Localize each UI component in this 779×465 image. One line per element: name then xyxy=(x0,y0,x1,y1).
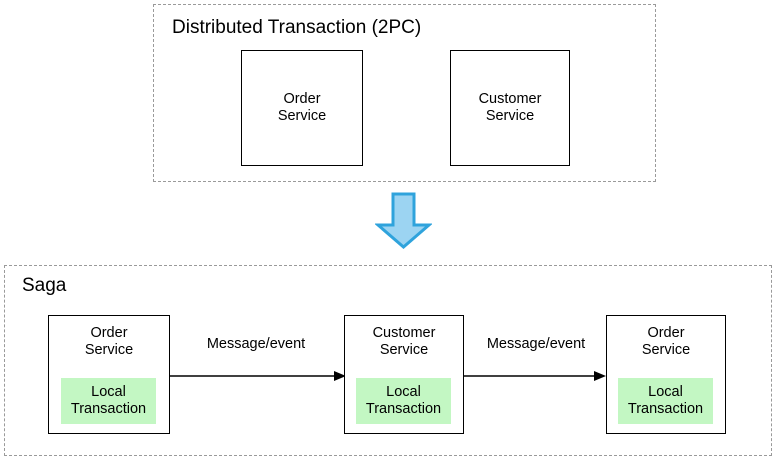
2pc-service-customer-service-label: Customer Service xyxy=(478,91,542,124)
saga-connector-2-label: Message/event xyxy=(486,336,586,352)
2pc-service-order-service-label: Order Service xyxy=(277,91,327,124)
2pc-service-customer-service[interactable] xyxy=(450,50,570,166)
saga-local-transaction-3: Local Transaction xyxy=(618,378,713,424)
group-distributed-transaction xyxy=(153,4,656,182)
saga-service-customer-service-label: Customer Service xyxy=(372,325,436,358)
group-saga-label: Saga xyxy=(22,275,67,296)
saga-connector-1-arrow xyxy=(170,369,346,381)
saga-local-transaction-2: Local Transaction xyxy=(356,378,451,424)
saga-connector-1-label: Message/event xyxy=(206,336,306,352)
saga-connector-2-arrow xyxy=(464,369,606,381)
saga-service-order-service-1-label: Order Service xyxy=(84,325,134,358)
transition-down-arrow xyxy=(373,192,434,249)
saga-service-order-service-2-label: Order Service xyxy=(641,325,691,358)
2pc-service-order-service[interactable] xyxy=(241,50,363,166)
saga-local-transaction-1: Local Transaction xyxy=(61,378,156,424)
group-saga xyxy=(4,265,772,456)
group-distributed-transaction-label: Distributed Transaction (2PC) xyxy=(172,17,422,38)
